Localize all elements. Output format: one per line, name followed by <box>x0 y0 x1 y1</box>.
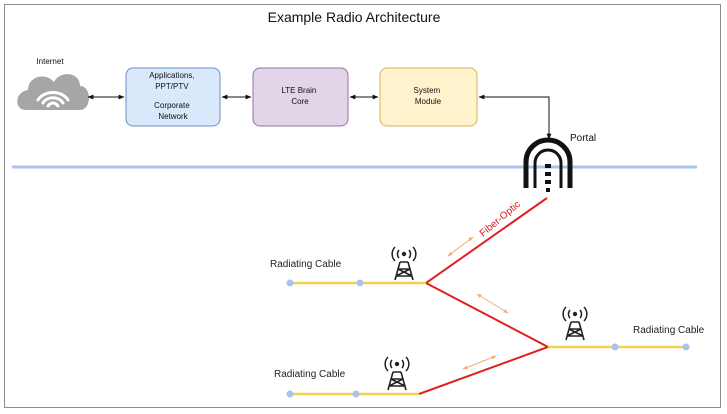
lte-brain-core-box <box>252 67 349 127</box>
cable-node <box>356 279 364 287</box>
applications-network-label: Applications, PPT/PTV Corporate Network <box>149 71 197 121</box>
portal-tunnel-icon <box>523 137 573 192</box>
radiating-cable-label-2: Radiating Cable <box>633 325 705 336</box>
cable-node <box>286 390 294 398</box>
signal-arrow <box>476 293 509 314</box>
diagram-title: Example Radio Architecture <box>268 9 441 25</box>
portal-label: Portal <box>570 133 596 144</box>
radio-tower-icon <box>391 246 417 281</box>
internet-label: Internet <box>36 57 64 66</box>
fiber-optic-line <box>418 197 551 395</box>
system-module-label: System Module <box>414 86 443 106</box>
cable-node <box>611 343 619 351</box>
cloud-icon <box>17 74 89 110</box>
diagram-border <box>4 4 721 408</box>
signal-arrow <box>447 236 474 257</box>
applications-network-box <box>125 67 221 127</box>
radio-tower-icon <box>562 306 588 341</box>
cable-node <box>352 390 360 398</box>
radio-tower-icon <box>384 356 410 391</box>
signal-arrow <box>462 355 497 370</box>
system-module-to-portal-arrow <box>478 94 552 140</box>
lte-brain-core-label: LTE Brain Core <box>281 86 318 106</box>
radiating-cable-label-3: Radiating Cable <box>274 369 346 380</box>
cable-node <box>286 279 294 287</box>
cable-node <box>682 343 690 351</box>
system-module-box <box>379 67 478 127</box>
radiating-cable-label-1: Radiating Cable <box>270 259 342 270</box>
